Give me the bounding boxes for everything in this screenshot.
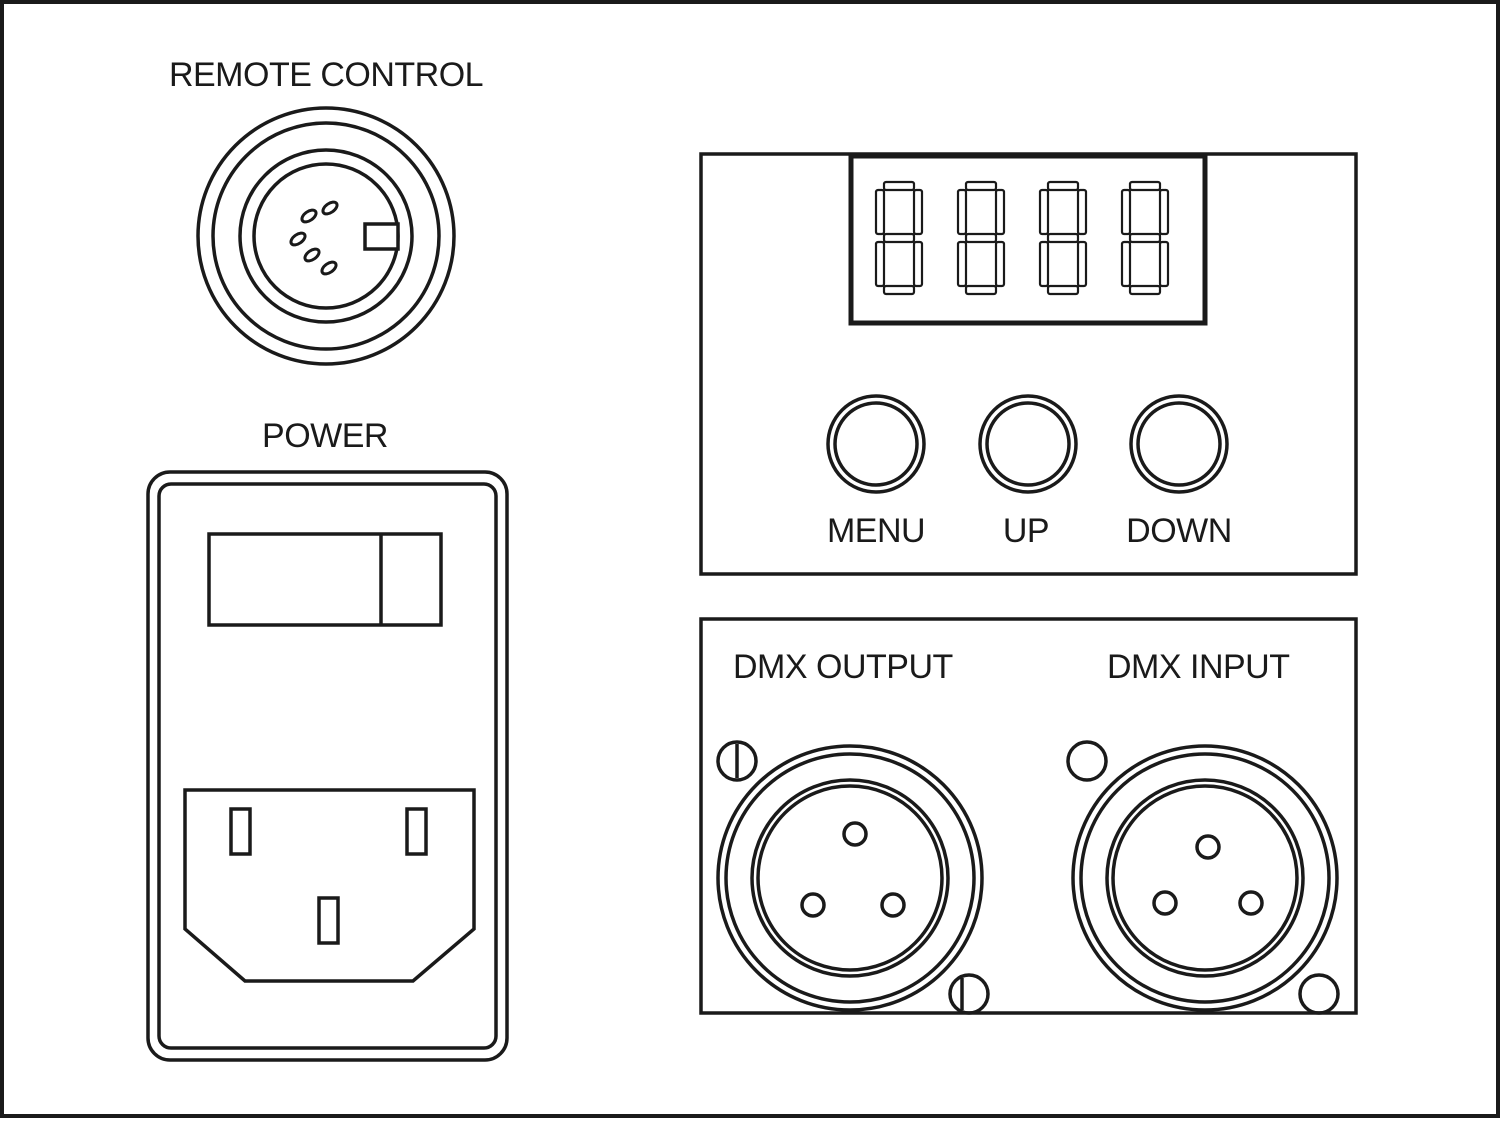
menu-button-label: MENU [826,512,926,550]
remote-control-socket[interactable] [196,106,456,366]
screw-icon [716,740,758,782]
panel-drawing [146,106,1358,1062]
down-button[interactable] [1129,394,1229,494]
dmx-box [699,617,1358,1015]
digit-4 [1120,180,1170,296]
screw-icon [1298,973,1340,1015]
seven-segment-display [874,180,1170,296]
digit-1 [874,180,924,296]
digit-3 [1038,180,1088,296]
screw-icon [1066,740,1108,782]
down-button-label: DOWN [1126,512,1232,550]
up-button-label: UP [1002,512,1050,550]
digit-2 [956,180,1006,296]
up-button[interactable] [978,394,1078,494]
control-box [699,152,1358,576]
screw-icon [948,973,990,1015]
dmx-output-connector[interactable] [716,740,990,1015]
power-switch[interactable] [207,532,443,627]
din-pin-icon [289,200,339,276]
dmx-input-connector[interactable] [1066,740,1340,1015]
power-module [146,470,509,1062]
dmx-output-label: DMX OUTPUT [733,648,953,686]
remote-control-label: REMOTE CONTROL [168,56,484,94]
power-label: POWER [262,417,388,455]
dmx-input-label: DMX INPUT [1107,648,1290,686]
iec-inlet[interactable] [183,788,476,983]
menu-button[interactable] [826,394,926,494]
